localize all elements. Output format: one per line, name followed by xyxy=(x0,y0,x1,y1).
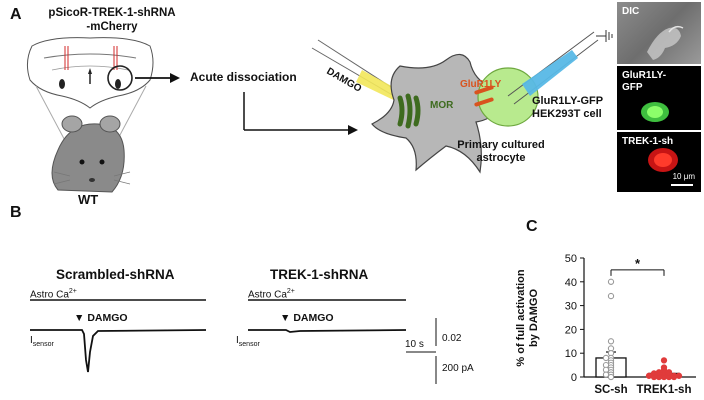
micrograph-gfp-label: GluR1LY- GFP xyxy=(622,70,666,94)
right-drug-text: DAMGO xyxy=(293,312,334,324)
scalebar-line xyxy=(671,184,693,186)
brain-section-icon xyxy=(26,37,154,151)
mouse-label: WT xyxy=(78,192,99,207)
micrograph-gfp-line-1: GluR1LY- xyxy=(622,70,667,81)
data-point xyxy=(660,357,668,364)
y-tick-label: 50 xyxy=(565,253,577,265)
sensor-channel-icon xyxy=(474,85,494,107)
hek-label: GluR1LY-GFP HEK293T cell xyxy=(532,95,603,121)
left-sensor-trace xyxy=(30,329,207,373)
scale-current-label: 200 pA xyxy=(442,363,474,374)
micrograph-trek: TREK-1-sh 10 μm xyxy=(617,132,701,192)
mouse-icon xyxy=(51,115,131,193)
left-isensor-sub: sensor xyxy=(32,341,54,348)
astrocyte-line-1: Primary cultured xyxy=(457,139,545,151)
construct-label: pSicoR-TREK-1-shRNA -mCherry xyxy=(42,6,182,34)
left-drug-text: DAMGO xyxy=(87,312,128,324)
micrograph-dic: DIC xyxy=(617,2,701,64)
right-astro-sup: 2+ xyxy=(286,288,295,295)
panel-b-label: B xyxy=(10,204,22,221)
data-point xyxy=(660,373,668,381)
right-isensor-label: Isensor xyxy=(236,335,260,348)
data-point xyxy=(607,278,615,285)
data-point xyxy=(602,371,610,378)
data-point xyxy=(607,292,615,300)
right-drug-arrow-icon: ▼ xyxy=(280,312,291,324)
construct-line-1: pSicoR-TREK-1-shRNA xyxy=(48,7,176,19)
right-astro-label: Astro Ca2+ xyxy=(248,288,295,300)
astrocyte-line-2: astrocyte xyxy=(476,152,526,164)
scale-time-label: 10 s xyxy=(405,339,424,350)
left-isensor-label: Isensor xyxy=(30,335,54,348)
scalebar-label: 10 μm xyxy=(672,172,695,181)
category-label: SC-sh xyxy=(594,384,627,396)
right-isensor-sub: sensor xyxy=(238,341,260,348)
hek-line-2: HEK293T cell xyxy=(532,108,602,120)
micrograph-gfp: GluR1LY- GFP xyxy=(617,66,701,130)
construct-line-2: -mCherry xyxy=(86,21,138,33)
schematic-diagram xyxy=(26,30,613,193)
y-tick-label: 10 xyxy=(565,348,577,360)
data-point xyxy=(670,373,678,381)
left-trace-title: Scrambled-shRNA xyxy=(56,267,175,282)
left-astro-text: Astro Ca xyxy=(30,289,69,301)
right-isensor-main: I xyxy=(236,335,239,346)
step-label: Acute dissociation xyxy=(190,70,297,84)
astrocyte-label: Primary cultured astrocyte xyxy=(446,139,556,165)
chart-ylabel: % of full activation by DAMGO xyxy=(515,258,541,378)
data-point xyxy=(607,373,615,381)
right-sensor-trace xyxy=(248,329,407,333)
panel-a-label: A xyxy=(10,6,22,23)
right-trace-title: TREK-1-shRNA xyxy=(270,267,369,282)
y-tick-label: 40 xyxy=(565,277,577,289)
right-drug-label: ▼ DAMGO xyxy=(280,312,334,324)
chart-ylabel-line-1: % of full activation xyxy=(515,269,527,367)
significance-star: * xyxy=(635,256,641,271)
sensor-label: GluR1LY xyxy=(460,79,502,90)
recording-pipette xyxy=(507,30,613,105)
hek-cell xyxy=(477,67,539,127)
y-tick-label: 30 xyxy=(565,301,577,313)
data-point xyxy=(645,372,653,379)
data-point xyxy=(675,372,683,379)
data-point xyxy=(655,373,663,381)
left-astro-sup: 2+ xyxy=(68,288,77,295)
astrocyte-cell xyxy=(371,53,505,174)
chart-ylabel-line-2: by DAMGO xyxy=(528,288,540,348)
dissociation-arrows xyxy=(135,73,358,135)
left-isensor-main: I xyxy=(30,335,33,346)
micrograph-trek-label: TREK-1-sh xyxy=(622,136,674,147)
data-point xyxy=(607,338,615,345)
left-astro-label: Astro Ca2+ xyxy=(30,288,77,300)
y-tick-label: 20 xyxy=(565,324,577,336)
category-label: TREK1-sh xyxy=(637,384,692,396)
mor-receptor-icon xyxy=(397,93,421,129)
left-drug-arrow-icon: ▼ xyxy=(74,312,85,324)
receptor-label: MOR xyxy=(430,100,454,111)
data-point xyxy=(602,354,610,362)
y-tick-label: 0 xyxy=(571,372,577,384)
scale-ratio-label: 0.02 xyxy=(442,333,462,344)
right-astro-text: Astro Ca xyxy=(248,289,287,301)
micrograph-gfp-line-2: GFP xyxy=(622,82,643,93)
hek-line-1: GluR1LY-GFP xyxy=(532,95,604,107)
panel-c-label: C xyxy=(526,218,538,235)
micrograph-dic-label: DIC xyxy=(622,6,640,17)
data-point xyxy=(650,373,658,381)
left-drug-label: ▼ DAMGO xyxy=(74,312,128,324)
data-point xyxy=(665,373,673,381)
